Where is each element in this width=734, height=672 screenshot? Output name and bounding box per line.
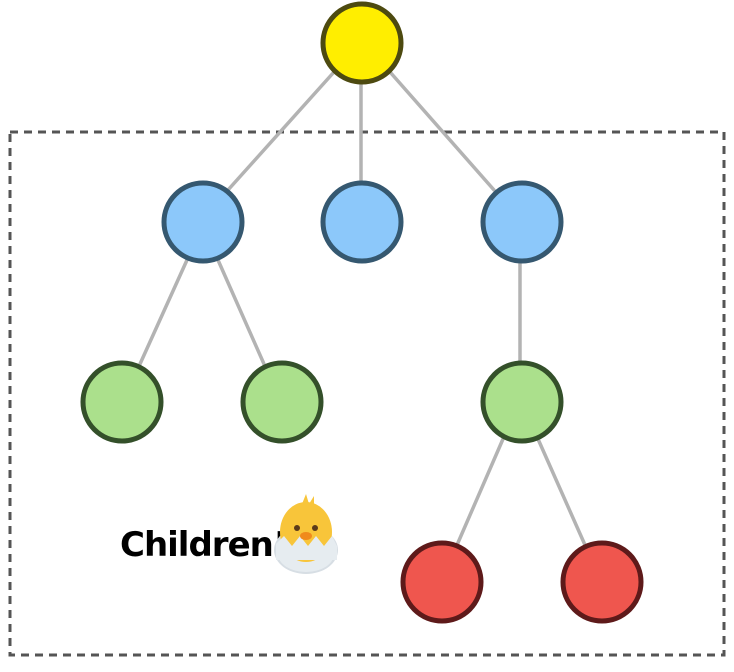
root-node xyxy=(320,1,404,85)
edge-child-a-grandchild-a2 xyxy=(216,258,266,366)
edge-root-child-a xyxy=(226,70,336,192)
children-group-box xyxy=(8,130,726,657)
edge-root-child-c xyxy=(388,70,496,192)
children-caption: Children! xyxy=(120,525,287,565)
edges xyxy=(138,70,587,547)
great-grandchild-node-1 xyxy=(400,540,484,624)
child-node-a xyxy=(161,180,245,264)
edge-child-a-grandchild-a1 xyxy=(138,258,189,366)
edge-grandchild-c1-great-grandchild-2 xyxy=(536,437,587,547)
grandchild-node-a1 xyxy=(80,360,164,444)
nodes xyxy=(80,1,644,624)
grandchild-node-c1 xyxy=(480,360,564,444)
child-node-c xyxy=(480,180,564,264)
edge-grandchild-c1-great-grandchild-1 xyxy=(455,437,505,547)
hatching-chick-icon xyxy=(274,494,338,574)
child-node-b xyxy=(320,180,404,264)
great-grandchild-node-2 xyxy=(560,540,644,624)
grandchild-node-a2 xyxy=(240,360,324,444)
